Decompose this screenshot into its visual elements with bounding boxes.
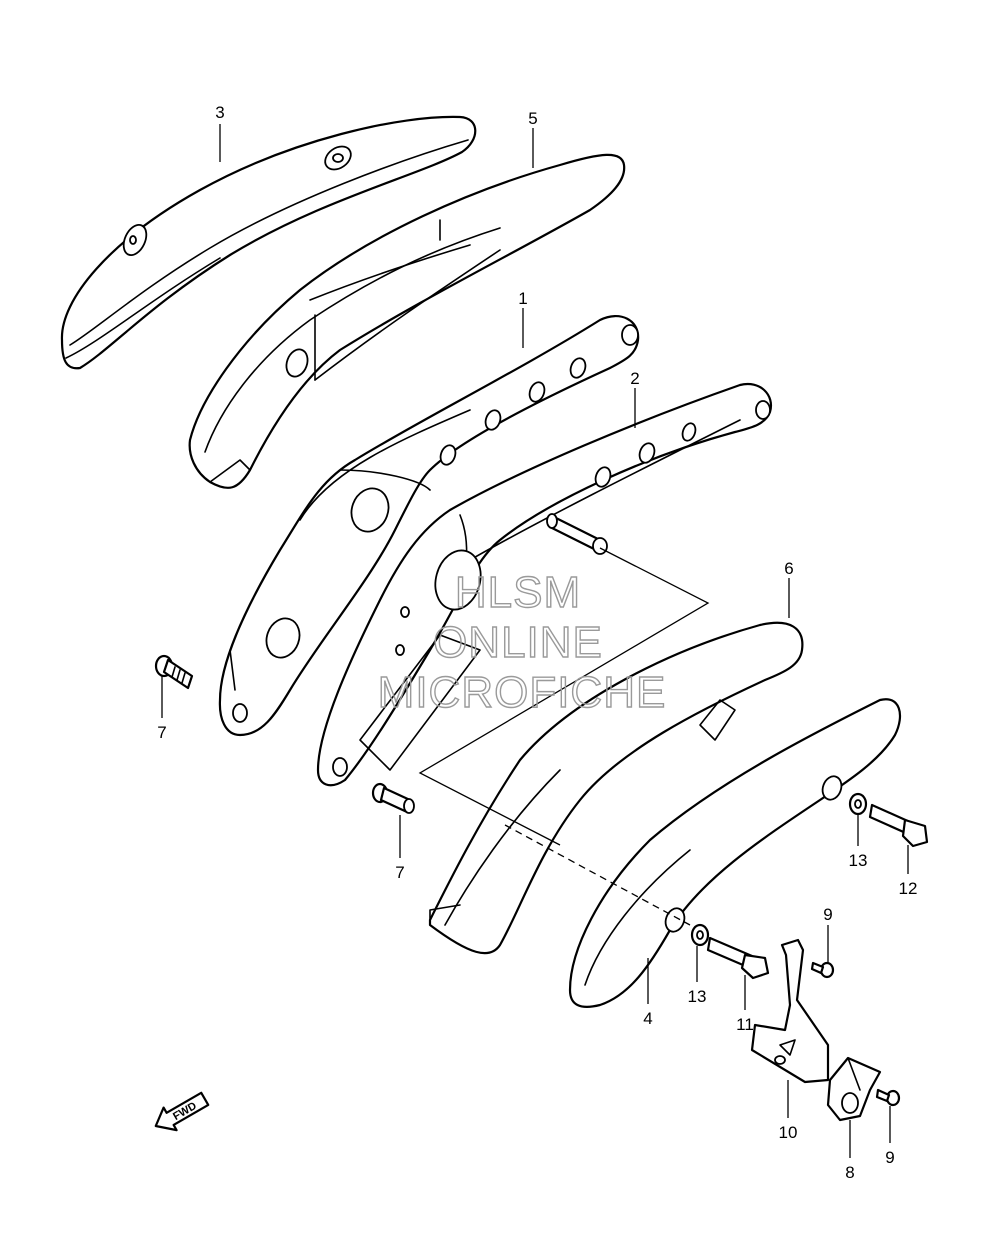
callout-12: 12 [899,879,918,898]
spacer-pin [546,513,608,555]
part-1-main-arm [218,315,640,737]
part-12-bolt [868,803,929,848]
part-3-upper-cover [60,115,477,370]
watermark: HLSM ONLINE MICROFICHE [377,567,667,717]
part-8-clamp [826,1056,882,1122]
part-6-lower-cover [428,621,804,955]
callout-7-center: 7 [395,863,404,882]
callout-3: 3 [215,103,224,122]
callout-10: 10 [779,1123,798,1142]
callout-7-left: 7 [157,723,166,742]
assembly-leader-upper [418,547,710,846]
part-9-screw-lower [875,1088,901,1107]
fwd-direction-marker: FWD [154,1091,210,1132]
callout-6: 6 [784,559,793,578]
part-2-second-arm [316,382,773,787]
part-7-bolt-center [371,782,415,814]
callout-5: 5 [528,109,537,128]
callout-8: 8 [845,1163,854,1182]
callout-13-right: 13 [849,851,868,870]
callout-13-lower: 13 [688,987,707,1006]
callout-9-lower: 9 [885,1148,894,1167]
callout-9-upper: 9 [823,905,832,924]
part-5-frame-plate [188,153,626,489]
part-10-bracket [750,938,830,1084]
watermark-line-2: ONLINE [433,618,603,667]
watermark-line-3: MICROFICHE [378,668,667,717]
callout-2: 2 [630,369,639,388]
part-11-bolt [706,936,770,980]
part-13-washer-lower [690,923,710,947]
arrow-left-icon [154,1091,210,1132]
part-13-washer-right [848,792,868,816]
part-7-bolt-left [154,654,194,690]
watermark-line-1: HLSM [455,568,581,617]
callout-11: 11 [736,1015,754,1034]
part-4-outer-cover [568,698,902,1008]
callout-leaders [161,124,909,1158]
part-9-screw-upper [810,961,835,979]
callout-4: 4 [643,1009,652,1028]
callout-1: 1 [518,289,527,308]
